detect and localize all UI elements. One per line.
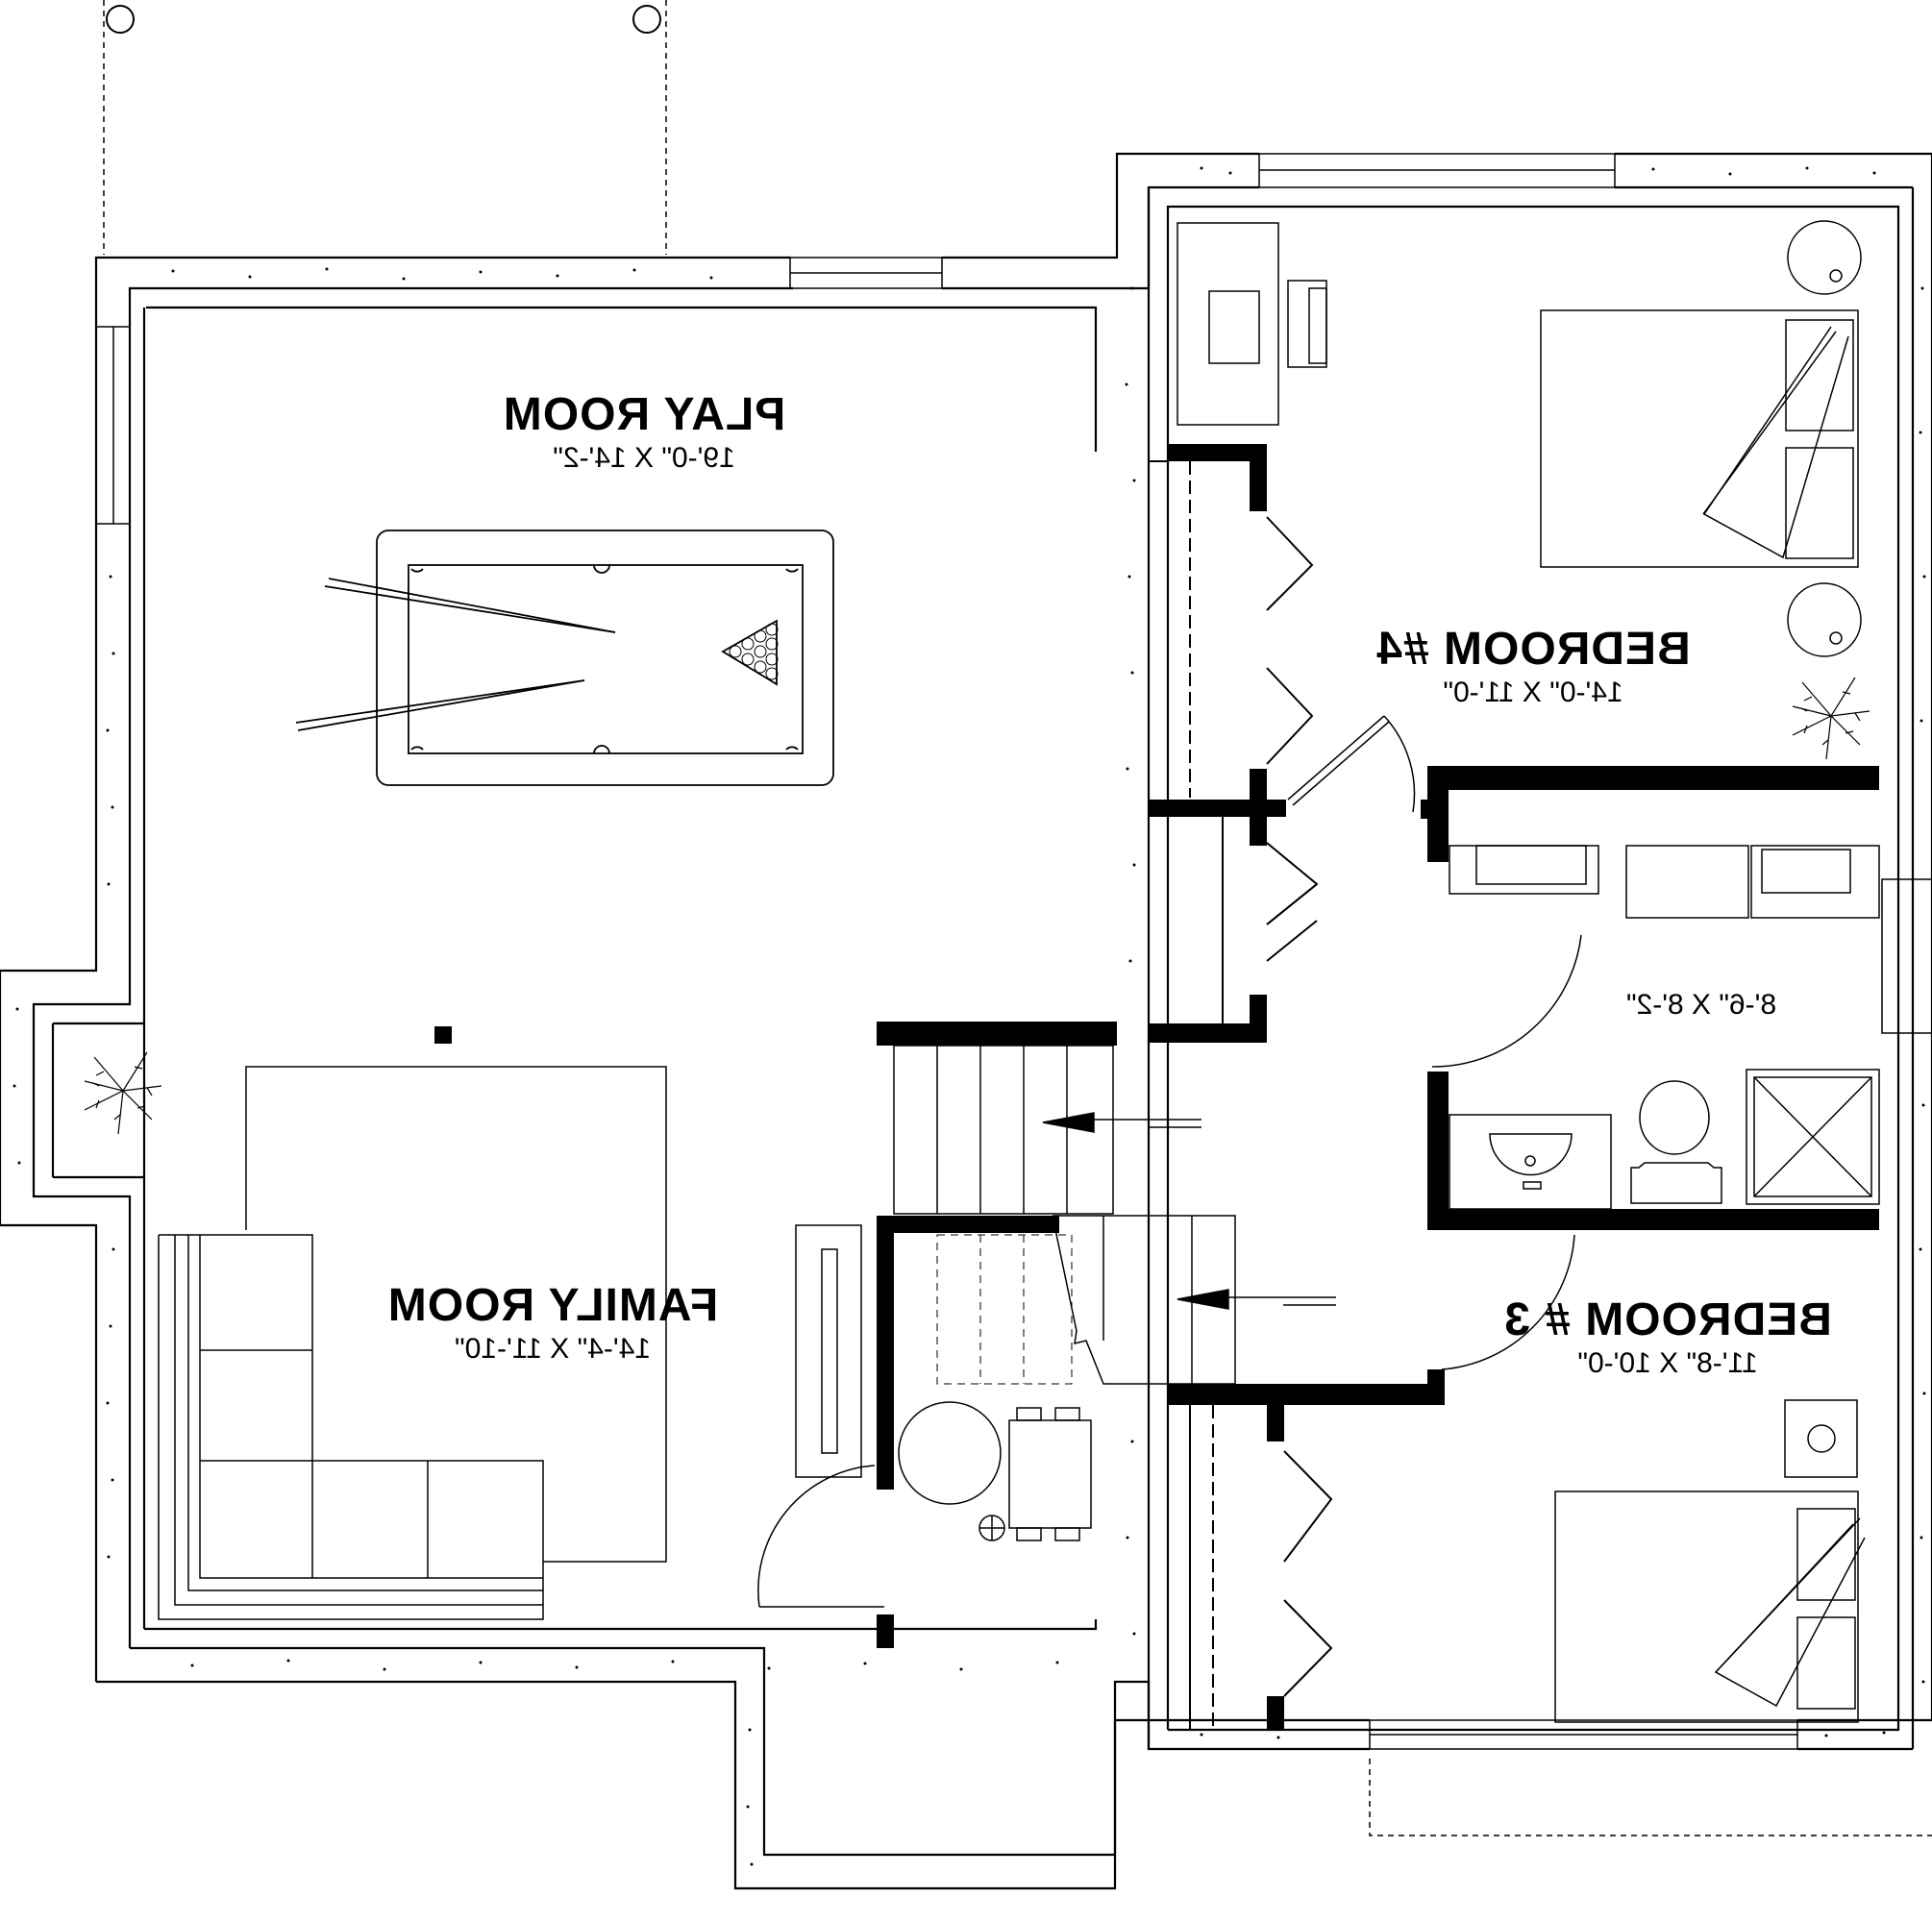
- porch-outline: [103, 0, 667, 255]
- plant-icon: [84, 677, 1870, 1135]
- rug-icon: [245, 1066, 667, 1563]
- family-room-label: FAMILY ROOM 14'-4" X 11'-10": [370, 1280, 735, 1365]
- play-room-name: PLAY ROOM: [502, 389, 786, 440]
- partitions: [1114, 460, 1224, 1730]
- dining-table-icon: [898, 1401, 1092, 1541]
- exterior-wall: [0, 152, 1932, 1890]
- stair-arrow-icon: [1042, 1112, 1336, 1310]
- door-bathroom: [1431, 934, 1582, 1068]
- family-room-dims: 14'-4" X 11'-10": [455, 1333, 651, 1365]
- bathroom-dims: 8'-6" X 8'-2": [1625, 989, 1777, 1021]
- family-room-name: FAMILY ROOM: [386, 1280, 719, 1331]
- tv-unit-icon: [795, 1224, 862, 1478]
- bedroom3-name: BEDROOM # 3: [1503, 1294, 1832, 1345]
- toilet-icon: [1630, 1080, 1722, 1204]
- bedroom3-label: BEDROOM # 3 11'-8" X 10'-0": [1485, 1294, 1850, 1379]
- nightstand-icon: [1787, 220, 1862, 657]
- bedroom4-name: BEDROOM #4: [1375, 624, 1691, 675]
- pool-table-icon: [295, 530, 834, 786]
- door-bedroom3: [1441, 1234, 1575, 1370]
- bedroom3-dims: 11'-8" X 10'-0": [1577, 1347, 1758, 1379]
- interior-walls: [434, 444, 1879, 1730]
- sink-icon: [1449, 1114, 1612, 1210]
- stairs: [893, 1045, 1236, 1385]
- window-well: [1369, 1759, 1932, 1836]
- play-room-label: PLAY ROOM 19'-0" X 14'-2": [461, 389, 827, 474]
- closet-doors-bedroom3: [1283, 1450, 1333, 1697]
- windows: [95, 153, 1932, 1750]
- play-room-dims: 19'-0" X 14'-2": [553, 442, 735, 474]
- vanity-icon: [1449, 845, 1880, 919]
- door-utility: [757, 1465, 884, 1608]
- pool-balls: [729, 623, 779, 680]
- bedroom4-dims: 14'-0" X 11'-0": [1443, 677, 1623, 708]
- sofa-icon: [158, 1234, 544, 1620]
- post-left: [106, 5, 135, 34]
- bed-icon: [1540, 309, 1859, 568]
- desk-icon: [1177, 222, 1327, 426]
- post-right: [632, 5, 661, 34]
- wall-texture: [12, 166, 1926, 1866]
- door-bedroom4: [1287, 715, 1416, 813]
- closet-doors-bedroom4: [1266, 516, 1319, 962]
- bedroom4-label: BEDROOM #4 14'-0" X 11'-0": [1350, 624, 1716, 708]
- bed-icon-bedroom3: [1554, 1399, 1866, 1723]
- shower-icon: [1746, 1069, 1880, 1205]
- bathroom-label: 8'-6" X 8'-2": [1576, 985, 1826, 1021]
